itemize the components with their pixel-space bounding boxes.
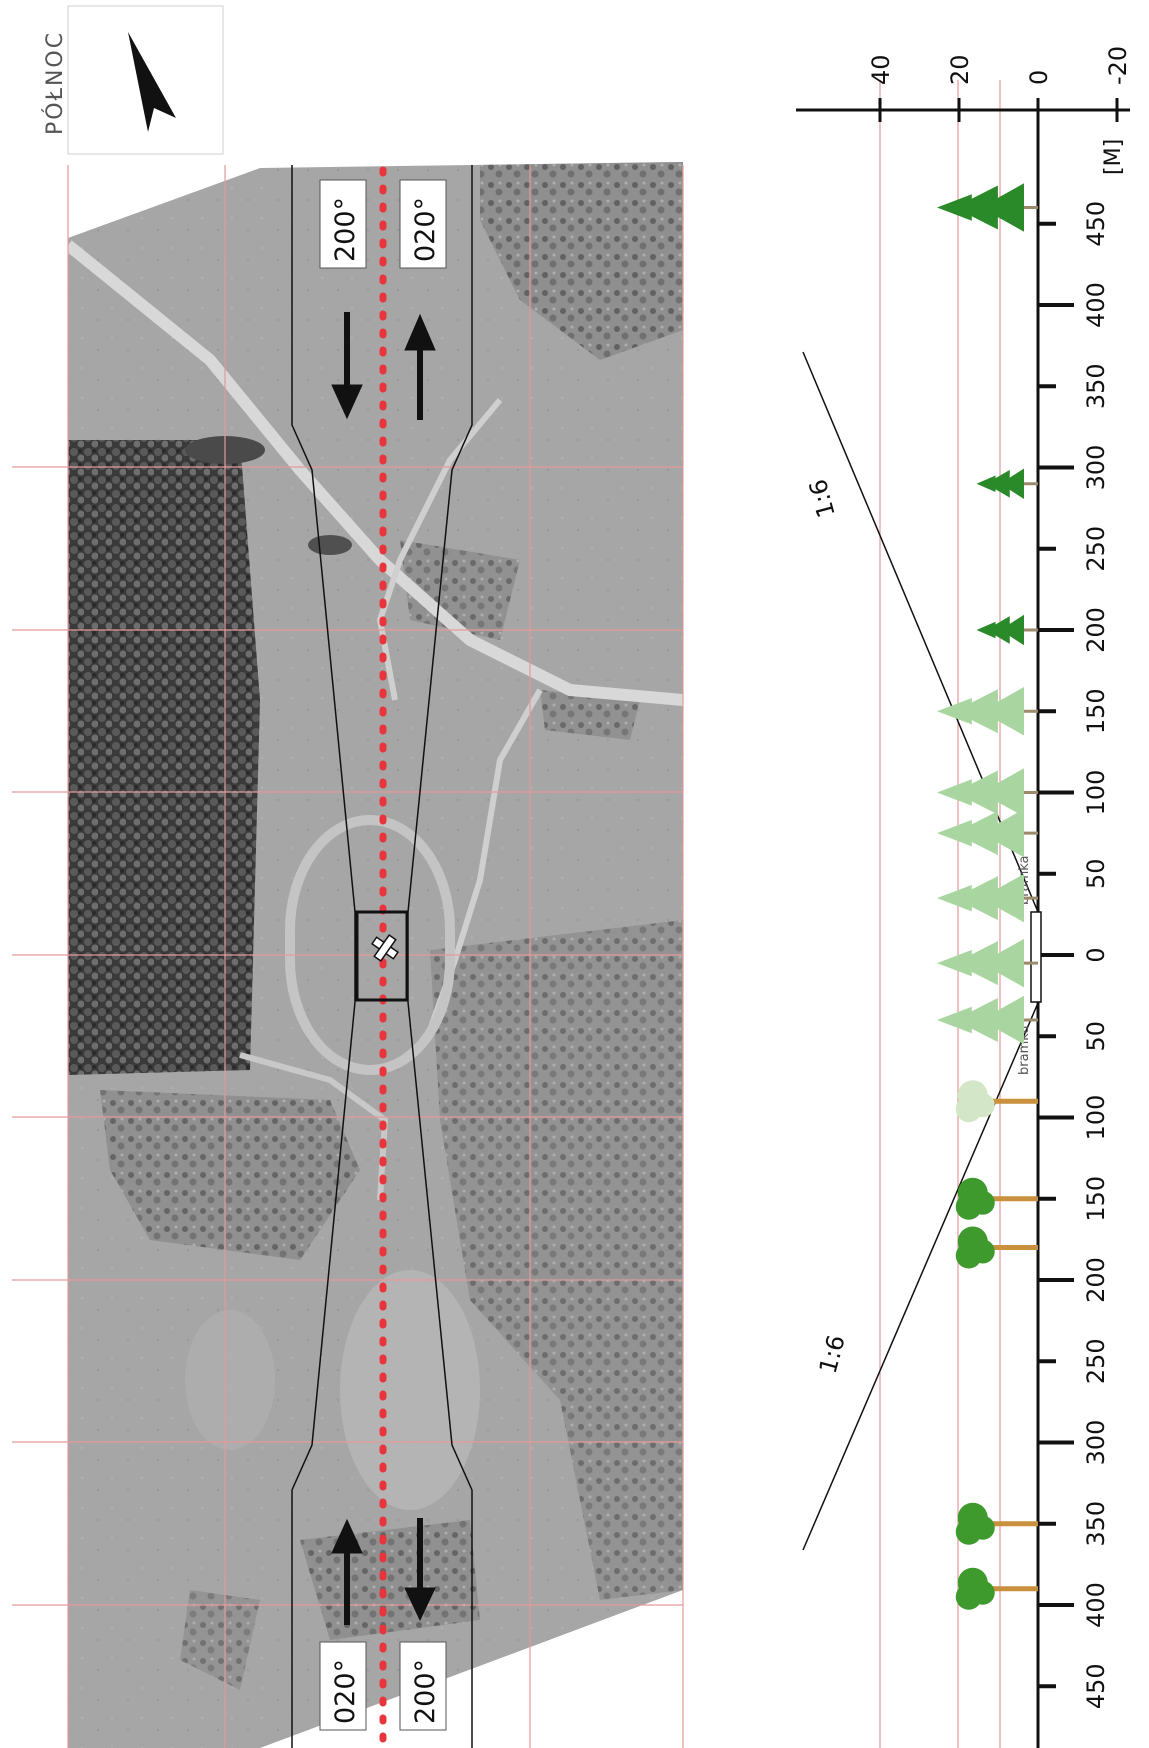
- heading-bottom-right: 200°: [399, 1641, 447, 1731]
- north-indicator: PÓŁNOC: [42, 5, 224, 155]
- deciduous-tree-icon: [955, 1567, 1038, 1610]
- elevation-tick-label: 20: [946, 54, 974, 85]
- distance-tick-label: 450: [1082, 201, 1110, 247]
- unit-label: [M]: [1101, 139, 1126, 175]
- slope-line: [802, 351, 1039, 913]
- heading-bottom-left: 020°: [319, 1641, 367, 1731]
- distance-tick-label: 400: [1082, 282, 1110, 328]
- distance-tick-label: 400: [1082, 1582, 1110, 1628]
- distance-tick-label: 250: [1082, 526, 1110, 572]
- conifer-tree-icon: [937, 687, 1038, 736]
- grid-lines: [12, 80, 1001, 1748]
- oval-track: [285, 815, 455, 1075]
- heading-label: 200°: [330, 197, 361, 262]
- conifer-tree-icon: [937, 938, 1038, 988]
- conifer-tree-icon: [976, 614, 1038, 646]
- north-label: PÓŁNOC: [42, 31, 68, 135]
- forest-area: [68, 440, 260, 1075]
- heading-label: 020°: [410, 197, 441, 262]
- deciduous-tree-icon: [955, 1226, 1038, 1269]
- distance-tick-label: 200: [1082, 1257, 1110, 1303]
- runway-profile: [1030, 911, 1042, 1003]
- airfield-cross-icon: [371, 934, 399, 962]
- direction-arrows: [331, 312, 436, 1625]
- arrow-up-icon: [331, 1518, 363, 1625]
- conifer-tree-icon: [976, 468, 1038, 499]
- heading-top-left: 200°: [319, 179, 367, 269]
- deciduous-tree-icon: [955, 1502, 1038, 1545]
- aerial-photo: [68, 162, 683, 1748]
- distance-tick-label: 150: [1082, 688, 1110, 734]
- conifer-tree-icon: [937, 768, 1038, 817]
- arrow-up-icon: [404, 313, 436, 420]
- slope-line: [802, 1002, 1039, 1551]
- airfield-reference: [355, 910, 409, 1002]
- slope-label: 1:6: [814, 1332, 851, 1377]
- elevation-tick-label: 40: [867, 54, 895, 85]
- elevation-ticks: 40 20 0 -20: [867, 46, 1132, 122]
- obstacles: [937, 183, 1038, 1610]
- heading-top-right: 020°: [399, 179, 447, 269]
- arrow-down-icon: [404, 1518, 436, 1622]
- distance-tick-label: 350: [1082, 1501, 1110, 1547]
- distance-tick-label: 350: [1082, 363, 1110, 409]
- arrow-down-icon: [331, 312, 363, 420]
- distance-tick-label: 100: [1082, 1095, 1110, 1141]
- distance-tick-label: 300: [1082, 1420, 1110, 1466]
- deciduous-tree-icon: [955, 1080, 1038, 1123]
- deciduous-tree-icon: [955, 1177, 1038, 1220]
- distance-tick-label: 100: [1082, 770, 1110, 816]
- distance-tick-label: 150: [1082, 1176, 1110, 1222]
- slope-label: 1:6: [804, 476, 841, 521]
- conifer-tree-icon: [937, 808, 1038, 858]
- heading-label: 020°: [330, 1659, 361, 1724]
- elevation-tick-label: 0: [1025, 70, 1053, 85]
- distance-tick-label: 450: [1082, 1663, 1110, 1709]
- conifer-tree-icon: [937, 873, 1038, 923]
- distance-tick-label: 200: [1082, 607, 1110, 653]
- distance-tick-label: 250: [1082, 1338, 1110, 1384]
- north-arrow-icon: [128, 32, 176, 132]
- distance-tick-label: 50: [1082, 1021, 1110, 1052]
- distance-tick-label: 50: [1082, 858, 1110, 889]
- distance-tick-label: 0: [1082, 947, 1110, 962]
- road: [68, 240, 683, 706]
- distance-tick-label: 300: [1082, 445, 1110, 491]
- distance-ticks: 450 400 350 300 250 200 150 100 50 0 50 100 150 200 25…: [1038, 201, 1110, 1709]
- conifer-tree-icon: [937, 183, 1038, 232]
- conifer-tree-icon: [937, 995, 1038, 1045]
- airfield-box: [355, 910, 409, 1002]
- heading-label: 200°: [410, 1659, 441, 1724]
- elevation-tick-label: -20: [1104, 46, 1132, 85]
